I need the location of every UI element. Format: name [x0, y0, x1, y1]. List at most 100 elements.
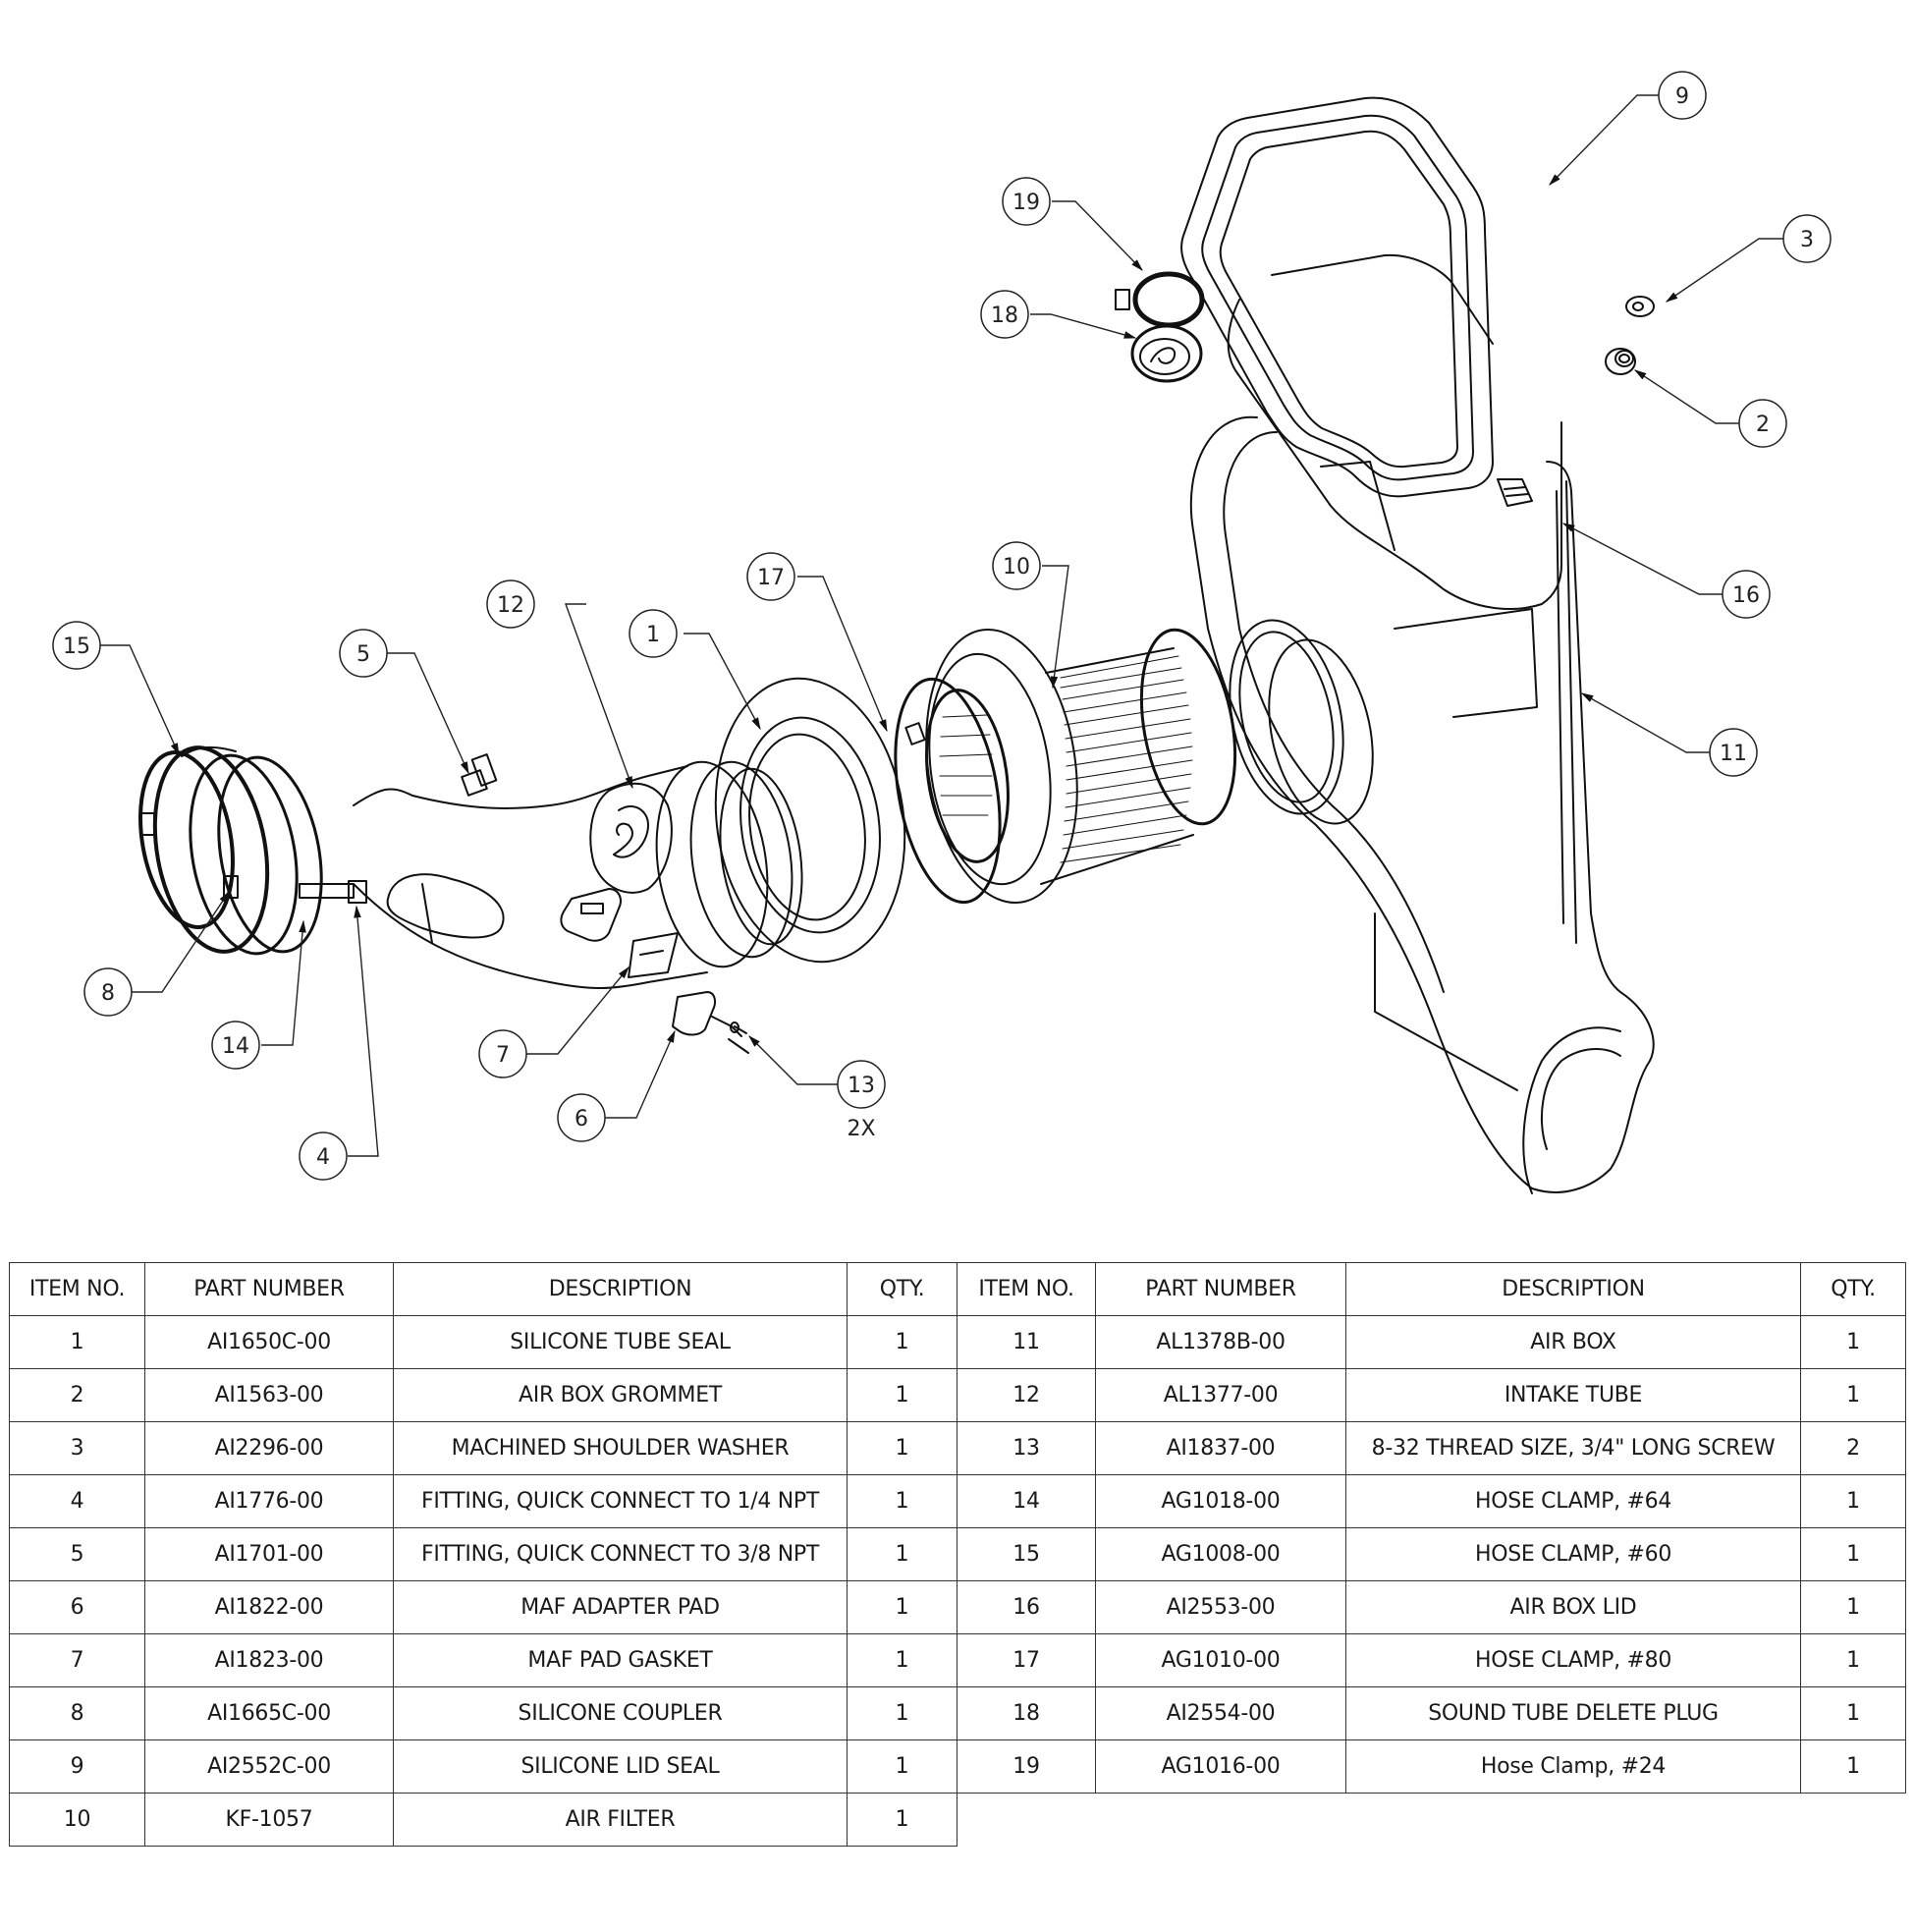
- callout-14: 14: [211, 1021, 260, 1070]
- cell-description: SILICONE COUPLER: [393, 1686, 848, 1740]
- cell-qty: 1: [847, 1527, 958, 1581]
- callout-13-quantity: 2X: [847, 1117, 875, 1141]
- cell-item-no: 9: [9, 1739, 145, 1794]
- svg-text:4: 4: [316, 1145, 330, 1170]
- cell-qty: 1: [847, 1421, 958, 1475]
- part-silicone-tube-seal: [714, 677, 906, 964]
- callout-2: 2: [1738, 399, 1787, 448]
- cell-item-no: 3: [9, 1421, 145, 1475]
- cell-part-number: AI1665C-00: [144, 1686, 394, 1740]
- part-hose-clamp-60: [138, 750, 235, 929]
- cell-qty: 1: [847, 1633, 958, 1687]
- part-air-box: [1189, 415, 1655, 1194]
- part-fitting-1-4: [299, 880, 367, 904]
- callout-8: 8: [83, 967, 133, 1017]
- cell-item-no: 8: [9, 1686, 145, 1740]
- callout-11: 11: [1709, 728, 1758, 777]
- svg-text:18: 18: [991, 304, 1018, 328]
- cell-item-no: 15: [957, 1527, 1096, 1581]
- part-silicone-lid-seal: [1180, 96, 1533, 507]
- part-hose-clamp-64: [217, 755, 323, 954]
- part-air-box-grommet: [1605, 348, 1636, 375]
- svg-text:8: 8: [101, 981, 115, 1006]
- cell-item-no: 12: [957, 1368, 1096, 1422]
- part-machined-shoulder-washer: [1625, 296, 1655, 317]
- part-maf-pad-gasket: [628, 932, 679, 978]
- leader-lines: [100, 94, 1783, 1157]
- header-description: DESCRIPTION: [1345, 1262, 1801, 1316]
- callout-6: 6: [557, 1093, 606, 1142]
- cell-description: HOSE CLAMP, #60: [1345, 1527, 1801, 1581]
- cell-qty: 1: [1800, 1633, 1906, 1687]
- cell-part-number: AI2554-00: [1095, 1686, 1346, 1740]
- cell-description: AIR BOX: [1345, 1315, 1801, 1369]
- callout-12: 12: [486, 580, 535, 629]
- header-item-no: ITEM NO.: [957, 1262, 1096, 1316]
- header-qty: QTY.: [847, 1262, 958, 1316]
- cell-description: AIR BOX GROMMET: [393, 1368, 848, 1422]
- callout-4: 4: [299, 1132, 348, 1181]
- svg-text:2: 2: [1756, 413, 1770, 437]
- cell-item-no: 10: [9, 1793, 145, 1847]
- cell-description: SILICONE LID SEAL: [393, 1739, 848, 1794]
- cell-description: FITTING, QUICK CONNECT TO 3/8 NPT: [393, 1527, 848, 1581]
- bom-header-row: ITEM NO. PART NUMBER DESCRIPTION QTY.: [957, 1262, 1906, 1316]
- cell-part-number: AI2553-00: [1095, 1580, 1346, 1634]
- bom-header-row: ITEM NO. PART NUMBER DESCRIPTION QTY.: [9, 1262, 958, 1316]
- callout-3: 3: [1782, 214, 1832, 263]
- svg-text:10: 10: [1003, 555, 1030, 580]
- cell-qty: 1: [847, 1368, 958, 1422]
- callout-5: 5: [339, 629, 388, 678]
- cell-description: HOSE CLAMP, #64: [1345, 1474, 1801, 1528]
- cell-qty: 1: [847, 1739, 958, 1794]
- cell-qty: 1: [847, 1474, 958, 1528]
- cell-part-number: AG1008-00: [1095, 1527, 1346, 1581]
- cell-part-number: AI1701-00: [144, 1527, 394, 1581]
- cell-part-number: AI1837-00: [1095, 1421, 1346, 1475]
- exploded-assembly-drawing: 15 5 12 1 17 10 19 18 9 3 2 16 11 8 14 4…: [52, 71, 1832, 1194]
- bill-of-materials-right: ITEM NO. PART NUMBER DESCRIPTION QTY. 11…: [957, 1262, 1906, 1794]
- cell-qty: 1: [1800, 1315, 1906, 1369]
- cell-item-no: 14: [957, 1474, 1096, 1528]
- cell-description: INTAKE TUBE: [1345, 1368, 1801, 1422]
- cell-part-number: AG1018-00: [1095, 1474, 1346, 1528]
- cell-description: AIR BOX LID: [1345, 1580, 1801, 1634]
- cell-item-no: 6: [9, 1580, 145, 1634]
- cell-item-no: 2: [9, 1368, 145, 1422]
- cell-description: MAF PAD GASKET: [393, 1633, 848, 1687]
- part-screws: [711, 1016, 749, 1054]
- cell-part-number: AL1378B-00: [1095, 1315, 1346, 1369]
- cell-description: SOUND TUBE DELETE PLUG: [1345, 1686, 1801, 1740]
- cell-part-number: AG1010-00: [1095, 1633, 1346, 1687]
- cell-qty: 1: [847, 1686, 958, 1740]
- cell-qty: 1: [1800, 1580, 1906, 1634]
- cell-qty: 1: [1800, 1739, 1906, 1794]
- cell-description: MAF ADAPTER PAD: [393, 1580, 848, 1634]
- cell-qty: 1: [1800, 1368, 1906, 1422]
- cell-description: FITTING, QUICK CONNECT TO 1/4 NPT: [393, 1474, 848, 1528]
- cell-item-no: 5: [9, 1527, 145, 1581]
- callout-7: 7: [478, 1029, 527, 1078]
- callout-19: 19: [1002, 177, 1051, 226]
- cell-item-no: 4: [9, 1474, 145, 1528]
- header-qty: QTY.: [1800, 1262, 1906, 1316]
- cell-item-no: 16: [957, 1580, 1096, 1634]
- svg-text:11: 11: [1720, 742, 1747, 766]
